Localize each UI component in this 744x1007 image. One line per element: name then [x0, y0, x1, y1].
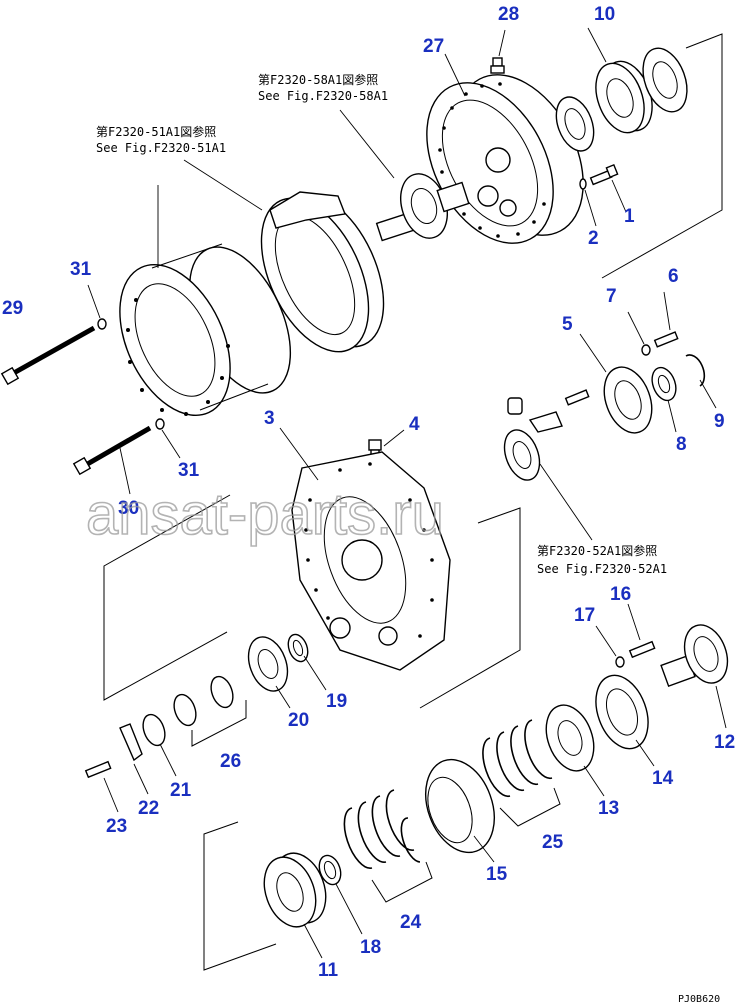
callout-27: 27 [423, 36, 444, 57]
shaft-flange-58a1 [339, 109, 470, 242]
callout-12: 12 [714, 732, 735, 753]
part-9-snap-ring [685, 354, 717, 409]
ref-58a1-en: See Fig.F2320-58A1 [258, 89, 388, 103]
callout-6: 6 [668, 266, 679, 287]
part-1-bolt [589, 163, 627, 213]
callout-14: 14 [652, 768, 674, 789]
callout-5: 5 [562, 314, 573, 335]
part-12-pinion-gear [660, 624, 729, 729]
callout-10: 10 [594, 4, 615, 25]
part-23-bolt [84, 760, 119, 813]
part-15-cage [425, 758, 495, 863]
part-3-transmission-case [279, 427, 451, 671]
part-29-long-bolt [0, 325, 96, 386]
ref-51a1-jp: 第F2320-51A1図参照 [96, 124, 216, 139]
callout-28: 28 [498, 4, 519, 25]
part-18-ring [318, 854, 363, 935]
part-28-plug [490, 29, 506, 74]
callout-19: 19 [326, 691, 347, 712]
part-52a1-assembly [503, 389, 593, 541]
callout-24: 24 [400, 912, 422, 933]
part-6-bolt [653, 291, 679, 348]
ref-58a1-jp: 第F2320-58A1図参照 [258, 72, 378, 87]
callout-20: 20 [288, 710, 309, 731]
part-17-washer [595, 625, 625, 668]
drawing-code: PJ0B620 [678, 994, 720, 1005]
part-31-washer-lower [155, 418, 181, 459]
callout-16: 16 [610, 584, 631, 605]
part-7-washer [627, 311, 651, 356]
part-26-shims [173, 675, 247, 747]
callout-9: 9 [714, 411, 725, 432]
callout-26: 26 [220, 751, 241, 772]
part-11-gear [263, 852, 327, 959]
part-27-carrier-housing [426, 53, 584, 244]
callout-17: 17 [574, 605, 595, 626]
callout-29: 29 [2, 298, 23, 319]
part-16-bolt [627, 603, 656, 659]
callout-30: 30 [118, 498, 139, 519]
callout-23: 23 [106, 816, 127, 837]
callout-11: 11 [318, 960, 339, 981]
part-30-long-bolt [72, 425, 152, 495]
callout-21: 21 [170, 780, 192, 801]
part-24-shim-set [343, 789, 433, 903]
callout-8: 8 [676, 434, 687, 455]
part-2-washer [579, 178, 597, 227]
part-5-bearing-cage [579, 333, 653, 434]
ref-52a1-jp: 第F2320-52A1図参照 [537, 543, 657, 558]
callout-2: 2 [588, 228, 599, 249]
callout-7: 7 [606, 286, 617, 307]
callout-3: 3 [264, 408, 275, 429]
part-14-retainer [595, 674, 655, 767]
part-22-lock-plate [119, 723, 149, 795]
part-13-bearing [545, 704, 605, 797]
callout-22: 22 [138, 798, 159, 819]
ref-52a1-en: See Fig.F2320-52A1 [537, 562, 667, 576]
callout-31-upper: 31 [70, 259, 92, 280]
roller-bearing-top [555, 47, 688, 152]
callout-4: 4 [409, 414, 420, 435]
transmission-housing [119, 185, 292, 416]
callout-18: 18 [360, 937, 381, 958]
part-21-plate [142, 713, 177, 777]
callout-1: 1 [624, 206, 635, 227]
part-31-washer-upper [87, 284, 107, 330]
watermark-text: ansat-parts.ru [86, 482, 444, 547]
part-25-shim-set [482, 719, 561, 827]
part-19-seal [287, 633, 327, 691]
callout-13: 13 [598, 798, 619, 819]
callout-25: 25 [542, 832, 564, 853]
group-bracket-lines [103, 33, 723, 971]
ref-51a1-en: See Fig.F2320-51A1 [96, 141, 226, 155]
callout-31-lower: 31 [178, 460, 200, 481]
callout-15: 15 [486, 864, 508, 885]
part-20-bearing [247, 636, 291, 709]
part-8-bearing [651, 366, 677, 433]
